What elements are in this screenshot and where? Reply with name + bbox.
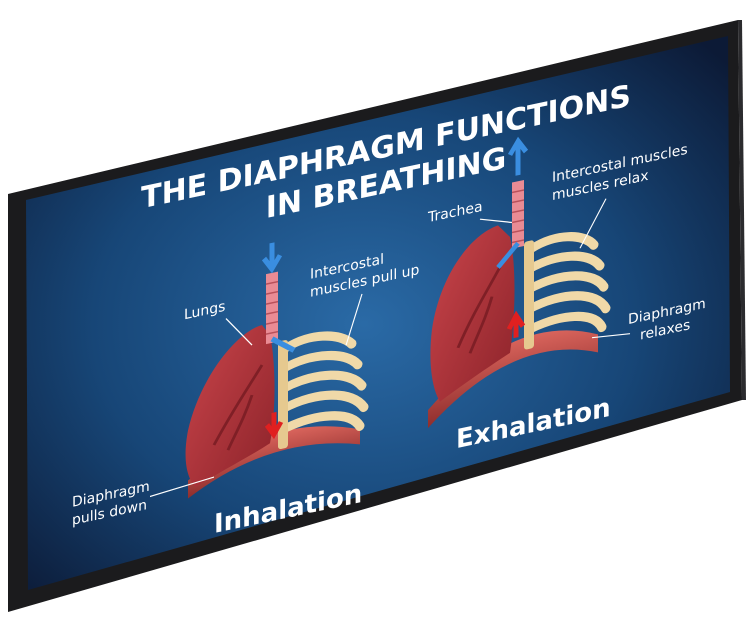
- inhalation-bronchi: [212, 364, 264, 451]
- exhalation-lung: [430, 225, 515, 402]
- lungs-leader: [225, 318, 253, 346]
- exhalation-ribcage: [525, 232, 611, 333]
- exhale-intercostal-leader: [579, 198, 607, 249]
- inhalation-trachea-rings: [266, 280, 278, 335]
- exhalation-diaphragm-arrow: [506, 310, 526, 339]
- exhale-diaphragm-leader: [591, 333, 631, 339]
- inhale-intercostal-leader: [345, 293, 363, 346]
- exhalation-diagram: [428, 136, 631, 429]
- exhalation-air-out-arrow: [507, 136, 529, 176]
- inhalation-spine: [278, 340, 288, 450]
- inhale-diaphragm-leader: [149, 476, 215, 498]
- tv-frame-edge: [738, 20, 746, 400]
- inhalation-air-in-arrow: [261, 242, 283, 274]
- inhalation-lung: [185, 324, 275, 487]
- exhalation-branch-arrow: [496, 241, 520, 269]
- exhalation-trachea-rings: [512, 189, 524, 244]
- inhalation-diagram: [149, 242, 369, 499]
- exhalation-bronchi: [456, 266, 502, 354]
- inhalation-branch-arrow: [270, 336, 296, 353]
- inhalation-ribcage: [279, 331, 369, 433]
- exhalation-spine: [524, 240, 534, 350]
- inhalation-trachea: [266, 271, 278, 345]
- trachea-leader: [479, 218, 513, 224]
- inhalation-diaphragm-arrow: [264, 411, 284, 440]
